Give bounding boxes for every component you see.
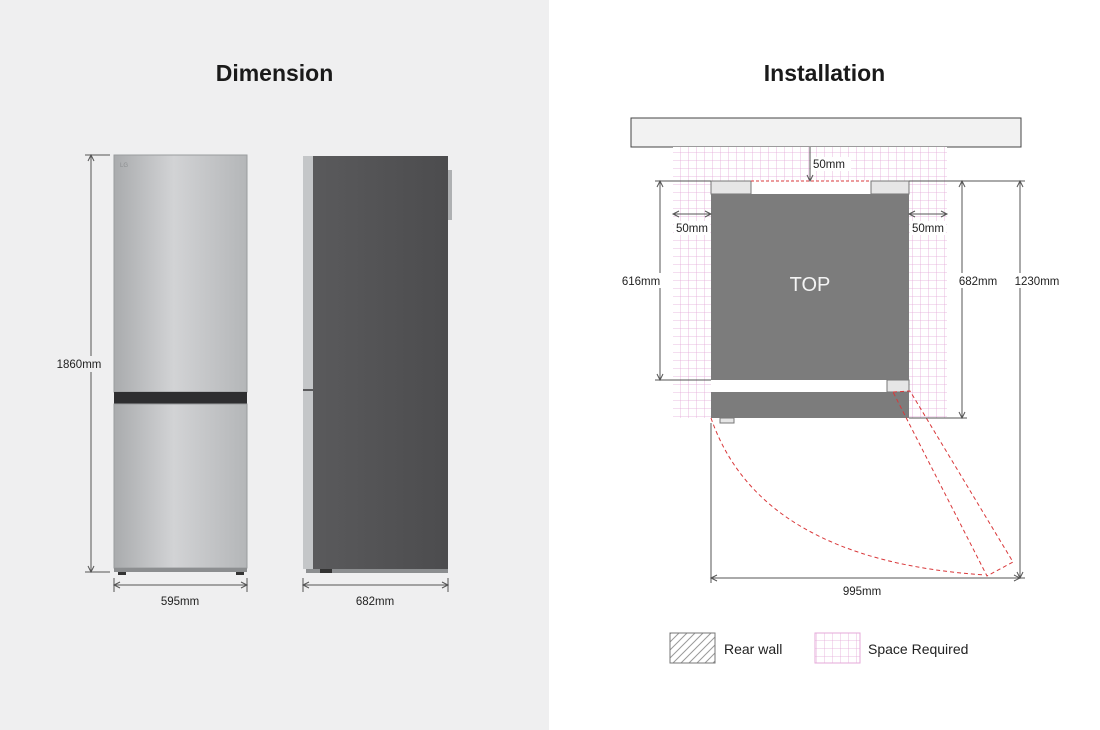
height-label-bg: [52, 356, 106, 372]
door-open-depth-label: 1230mm: [1015, 276, 1060, 288]
door-swing-path: [710, 390, 1014, 577]
installation-title: Installation: [763, 60, 886, 86]
side-fridge: [303, 156, 452, 573]
door-open-width-label: 995mm: [843, 586, 881, 598]
overall-depth-label: 682mm: [959, 276, 997, 288]
rear-gap-label-bg: [811, 157, 851, 171]
overall-depth-label-bg: [954, 273, 1002, 288]
space-required-swatch: [814, 632, 861, 664]
height-label: 1860mm: [57, 359, 102, 371]
rear-wall-swatch: [669, 632, 716, 664]
left-gap-label-bg: [674, 221, 710, 235]
space-required-area: [673, 147, 947, 418]
rear-gap-label: 50mm: [813, 159, 845, 171]
left-gap-label: 50mm: [676, 223, 708, 235]
brand-logo: LG: [120, 163, 128, 169]
top-label: TOP: [790, 274, 831, 296]
front-fridge: LG: [113, 154, 248, 575]
fridge-top-view: TOP: [710, 180, 910, 424]
door-open-depth-label-bg: [1010, 273, 1064, 288]
dimension-title: Dimension: [215, 60, 334, 86]
legend: Rear wall Space Required: [669, 632, 968, 664]
right-gap-label: 50mm: [912, 223, 944, 235]
legend-rear-wall: Rear wall: [724, 641, 782, 657]
right-gap-label-bg: [910, 221, 946, 235]
width-label: 595mm: [161, 596, 199, 608]
depth-label: 682mm: [356, 596, 394, 608]
body-depth-label-bg: [617, 273, 665, 288]
body-depth-label: 616mm: [622, 276, 660, 288]
legend-space-required: Space Required: [868, 641, 968, 657]
rear-wall: [630, 117, 1022, 148]
installation-measure-lines: [655, 147, 1025, 583]
